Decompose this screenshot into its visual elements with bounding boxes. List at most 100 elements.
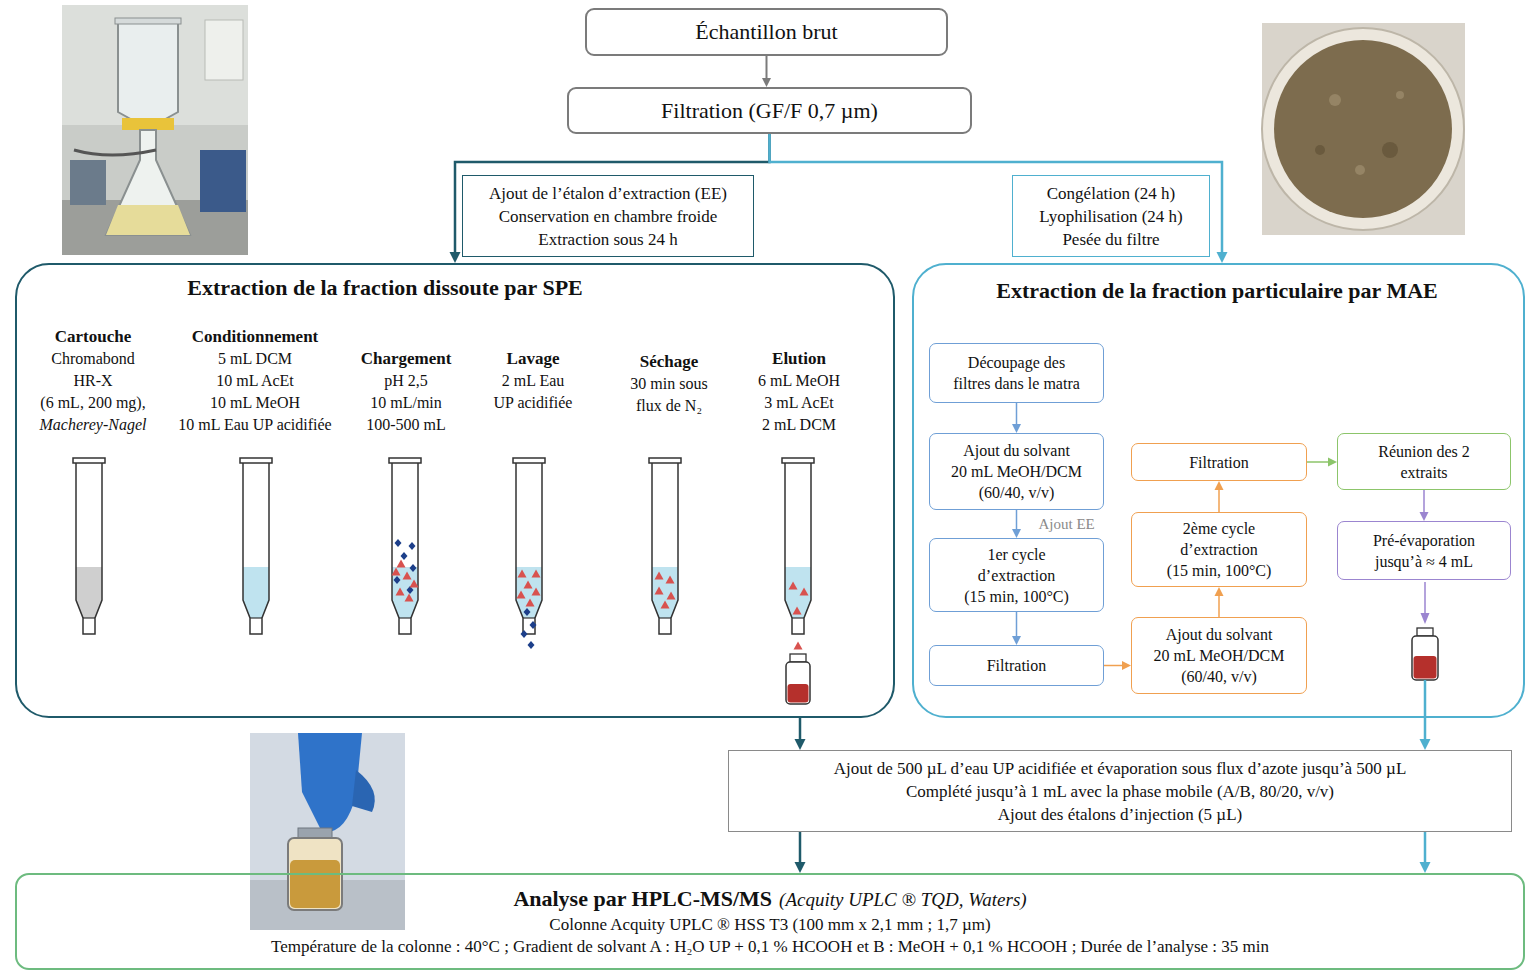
analyte-markers	[532, 588, 541, 596]
connector-arrow	[450, 134, 770, 263]
step-text: Chromabond	[8, 348, 178, 370]
box-text: Échantillon brut	[695, 18, 837, 46]
box-text: (15 min, 100°C)	[964, 586, 1069, 607]
analyte-markers	[392, 568, 401, 576]
arrow-head	[1217, 252, 1228, 263]
analyte-markers	[526, 599, 535, 607]
analyte-markers	[532, 570, 541, 578]
connector-line	[770, 134, 1223, 254]
step-box: Pré-évaporation jusqu’à ≈ 4 mL	[1337, 521, 1511, 580]
text-row: Filtration	[987, 655, 1047, 676]
step-text: 10 mL MeOH	[170, 392, 340, 414]
collection-vial	[788, 684, 809, 703]
box-text: Ajout de l’étalon d’extraction (EE)	[489, 182, 727, 205]
box-text: Découpage des filtres dans le matra	[950, 352, 1083, 394]
analyte-markers	[800, 588, 809, 596]
analyte-markers	[518, 570, 527, 578]
text-row: Filtration (GF/F 0,7 µm)	[661, 97, 878, 125]
step-text: 2 mL DCM	[714, 414, 884, 436]
box-text: Conservation en chambre froide	[499, 205, 718, 228]
step-text: 100-500 mL	[321, 414, 491, 436]
step-text: 3 mL AcEt	[714, 392, 884, 414]
connector-arrow	[795, 832, 806, 873]
step-text: (6 mL, 200 mg),	[8, 392, 178, 414]
arrow-head	[1328, 458, 1337, 467]
analyte-markers	[528, 641, 535, 649]
step-text: 6 mL MeOH	[714, 370, 884, 392]
analyte-markers	[521, 630, 528, 638]
analyte-markers	[655, 587, 664, 595]
text-row: Pré-évaporation jusqu’à ≈ 4 mL	[1358, 530, 1490, 572]
box-text: Congélation (24 h)	[1047, 182, 1175, 205]
text-row: Colonne Acquity UPLC ® HSS T3 (100 mm x …	[549, 914, 990, 936]
arrow-head	[1420, 739, 1431, 750]
spe-cartridges	[513, 458, 545, 634]
connector-line	[1423, 490, 1425, 514]
text-row: Lyophilisation (24 h)	[1039, 205, 1183, 228]
lab-photo	[106, 130, 190, 235]
step-text: pH 2,5	[321, 370, 491, 392]
filter-photo	[1396, 91, 1404, 99]
step-heading: Chargement	[321, 348, 491, 370]
lab-photo	[118, 22, 178, 122]
text-row: (15 min, 100°C)	[1167, 560, 1272, 581]
arrow-head	[762, 78, 771, 87]
analyte-markers	[410, 564, 417, 572]
connector-arrow	[1012, 510, 1021, 538]
analyte-markers	[793, 607, 802, 615]
spe-cartridges	[389, 458, 421, 634]
connector-line	[1424, 832, 1427, 864]
box-text: 1er cycle d’extraction	[950, 544, 1083, 586]
text-row: Ajout de l’étalon d’extraction (EE)	[489, 182, 727, 205]
step-text: HR-X	[8, 370, 178, 392]
box-text: 2ème cycle d’extraction	[1152, 518, 1286, 560]
connector-line	[1016, 612, 1018, 638]
text-row: Ajout du solvant	[1166, 624, 1273, 645]
collection-vial	[1414, 656, 1437, 679]
spe-cartridges	[240, 458, 272, 634]
lab-photo	[74, 150, 156, 155]
vial-photo	[290, 860, 340, 908]
analysis-box: Analyse par HPLC-MS/MS(Acquity UPLC ® TQ…	[15, 873, 1525, 970]
connector-arrow	[1012, 403, 1021, 433]
connector-arrow	[1420, 490, 1429, 521]
arrow-head	[1420, 862, 1431, 873]
step-text: 10 mL AcEt	[170, 370, 340, 392]
connector-arrow	[1307, 458, 1337, 467]
box-text: Température de la colonne : 40°C ; Gradi…	[271, 936, 1269, 958]
collection-vial	[1412, 582, 1438, 718]
connector-arrow	[770, 134, 1228, 263]
connector-arrow	[795, 718, 806, 750]
spe-cartridges	[73, 458, 105, 634]
step-box: Filtration	[1131, 443, 1307, 481]
step-box: 2ème cycle d’extraction(15 min, 100°C)	[1131, 512, 1307, 587]
collection-vial	[1412, 636, 1438, 680]
arrow-head	[1012, 529, 1021, 538]
lab-photo	[62, 5, 248, 125]
box-text: Analyse par HPLC-MS/MS	[513, 885, 772, 913]
analyte-markers	[397, 560, 406, 568]
connector-arrow	[1215, 481, 1224, 512]
filter-photo	[1382, 142, 1398, 158]
step-heading: Conditionnement	[170, 326, 340, 348]
lab-photo	[106, 205, 190, 235]
connector-line	[1016, 403, 1018, 426]
connector-line	[455, 134, 770, 254]
analyte-markers	[661, 601, 670, 609]
collection-vial	[1424, 680, 1427, 718]
spe-cartridges	[649, 458, 681, 634]
arrow-head	[450, 252, 461, 263]
connector-arrow	[762, 56, 771, 87]
filter-photo	[1329, 94, 1341, 106]
text-row: Ajout de 500 µL d’eau UP acidifiée et év…	[834, 757, 1407, 780]
box-text: (15 min, 100°C)	[1167, 560, 1272, 581]
group-panel: Extraction de la fraction dissoute par S…	[15, 263, 895, 718]
collection-vial	[786, 654, 810, 704]
connector-arrow	[1215, 587, 1224, 617]
text-row: Échantillon brut	[695, 18, 837, 46]
analyte-markers	[524, 581, 533, 589]
text-row: Congélation (24 h)	[1047, 182, 1175, 205]
lab-photo	[70, 160, 106, 205]
box-text: Pré-évaporation jusqu’à ≈ 4 mL	[1358, 530, 1490, 572]
filter-photo	[1262, 23, 1465, 235]
